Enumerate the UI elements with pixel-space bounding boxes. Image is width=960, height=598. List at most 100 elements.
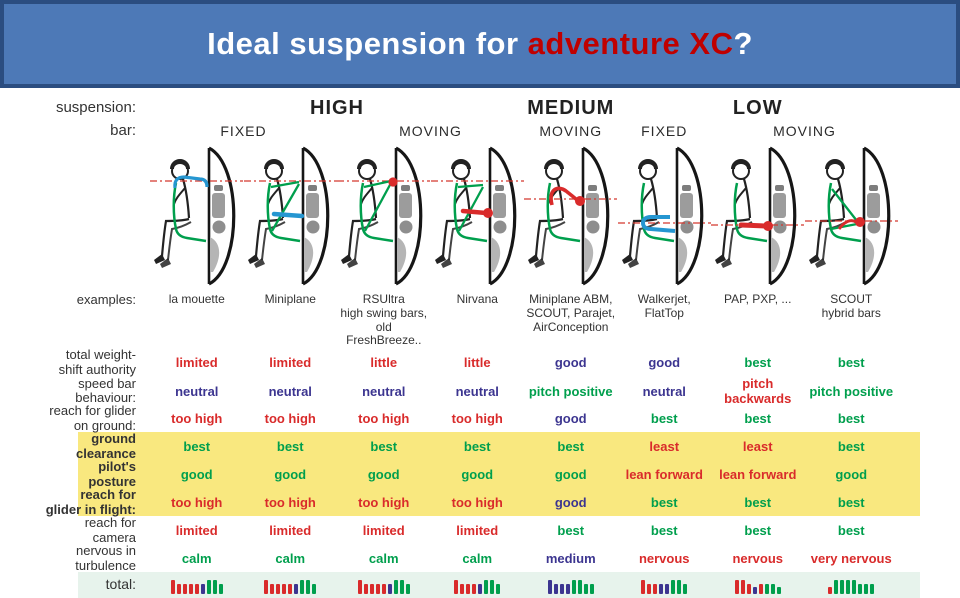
total-bar: [300, 580, 305, 595]
value-cell: best: [557, 439, 585, 455]
attr-row-label-2: reach for glider on ground:: [49, 403, 136, 433]
total-bar: [454, 580, 459, 595]
value-cell: best: [744, 523, 772, 539]
title-highlight: adventure XC: [527, 26, 734, 61]
pilot-medium-moving-icon: [524, 141, 618, 289]
value-cell: good: [367, 467, 400, 483]
total-bar: [734, 580, 739, 595]
total-bar: [264, 580, 269, 595]
value-cell: good: [554, 495, 587, 511]
value-cell: pitch positive: [528, 383, 613, 399]
value-cell: good: [554, 467, 587, 483]
value-cell: nervous: [732, 551, 784, 567]
total-bars-chart-3: [431, 576, 525, 595]
example-cell-0: la mouette: [168, 292, 225, 306]
value-cell: calm: [275, 551, 306, 567]
value-cell: good: [461, 467, 494, 483]
total-bar: [752, 587, 757, 595]
value-cell: good: [180, 467, 213, 483]
total-bar: [677, 580, 682, 595]
pilot-high-fixed-blue-frame-icon: [150, 141, 244, 289]
value-cell: too high: [264, 495, 316, 511]
total-bar: [852, 580, 857, 595]
value-cell: calm: [368, 551, 399, 567]
attr-row-label-1: speed bar behaviour:: [75, 375, 136, 406]
total-row-label: total:: [105, 576, 136, 593]
value-cell: calm: [462, 551, 493, 567]
pilot-high-moving-red-dot-icon: [337, 141, 431, 289]
total-bar: [206, 580, 211, 595]
total-bar: [828, 587, 833, 595]
value-cell: best: [837, 355, 865, 371]
value-cell: best: [744, 355, 772, 371]
bar-group-fixed-3: FIXED: [641, 123, 688, 139]
value-cell: too high: [358, 495, 410, 511]
value-cell: good: [648, 355, 681, 371]
value-cell: little: [463, 355, 491, 371]
total-bars-chart-5: [618, 576, 712, 595]
value-cell: neutral: [268, 383, 312, 399]
total-bar: [490, 580, 495, 595]
total-bar: [834, 580, 839, 595]
attr-row-label-3: ground clearance: [76, 431, 136, 461]
total-bar: [740, 580, 745, 595]
attr-row-label-7: nervous in turbulence: [75, 543, 136, 573]
value-cell: best: [837, 495, 865, 511]
total-bar: [170, 580, 175, 595]
value-cell: neutral: [455, 383, 499, 399]
value-cell: best: [557, 523, 585, 539]
example-cell-3: Nirvana: [456, 292, 498, 306]
value-cell: too high: [171, 411, 223, 427]
value-cell: neutral: [362, 383, 406, 399]
value-cell: best: [744, 495, 772, 511]
value-cell: best: [650, 523, 678, 539]
value-cell: too high: [451, 411, 503, 427]
example-cell-2: RSUltra high swing bars, old FreshBreeze…: [340, 292, 428, 348]
total-bars-chart-0: [150, 576, 244, 595]
example-cell-4: Miniplane ABM, SCOUT, Parajet, AirConcep…: [526, 292, 616, 334]
value-cell: too high: [358, 411, 410, 427]
value-cell: least: [649, 439, 680, 455]
attr-row-1: speed bar behaviour: neutral neutral neutra…: [40, 375, 920, 407]
total-bars-chart-2: [337, 576, 431, 595]
attr-row-2: reach for glider on ground: too high too h…: [40, 403, 920, 433]
value-cell: too high: [171, 495, 223, 511]
value-cell: neutral: [642, 383, 686, 399]
value-cell: too high: [451, 495, 503, 511]
value-cell: best: [650, 495, 678, 511]
value-cell: best: [276, 439, 304, 455]
total-bar: [776, 587, 781, 595]
total-bar: [212, 580, 217, 595]
suspension-group-medium-1: MEDIUM: [527, 96, 615, 119]
value-cell: pitch backwards: [724, 376, 792, 407]
total-bar: [571, 580, 576, 595]
value-cell: best: [837, 411, 865, 427]
total-bars-chart-4: [524, 576, 618, 595]
value-cell: good: [835, 467, 868, 483]
value-cell: best: [183, 439, 211, 455]
pilot-low-fixed-blue-bar-icon: [617, 141, 712, 289]
value-cell: best: [837, 523, 865, 539]
total-bar: [577, 580, 582, 595]
value-cell: lean forward: [625, 467, 703, 483]
attr-row-label-0: total weight- shift authority: [58, 347, 136, 377]
suspension-group-high-0: HIGH: [310, 96, 364, 119]
total-bar: [671, 580, 676, 595]
total-bars-chart-7: [805, 576, 899, 595]
total-bar: [840, 580, 845, 595]
total-bar: [484, 580, 489, 595]
total-bar: [641, 580, 646, 595]
suspension-group-low-2: LOW: [732, 96, 783, 119]
value-cell: pitch positive: [809, 383, 894, 399]
total-row: total:: [40, 572, 920, 598]
total-bar: [393, 580, 398, 595]
pilot-low-moving-hybrid-icon: [804, 141, 899, 289]
example-cell-1: Miniplane: [264, 292, 316, 306]
attr-row-label-4: pilot's posture: [88, 459, 136, 489]
value-cell: limited: [175, 523, 218, 539]
